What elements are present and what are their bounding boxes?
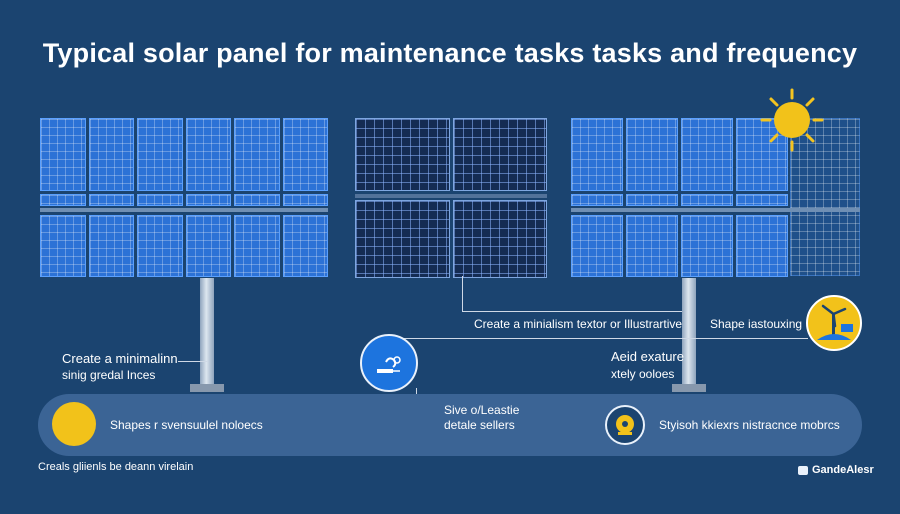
solar-panel [571,194,788,206]
left-label-secondary: sinig gredal Inces [62,368,156,382]
solar-panel-faded [790,118,860,276]
footer-note: Creals gliienls be deann virelain [38,461,194,473]
center-label: Create a minialism textor or Illustrarti… [474,317,683,331]
brand: GandeAlesr [798,462,874,478]
connector-line [388,338,808,339]
solar-panel [40,118,328,191]
solar-panel [40,194,328,206]
band-center-label-primary: Sive o/Leastie [444,403,520,417]
band-right-label: Styisoh kkiexrs nistracnce mobrcs [659,418,840,432]
sun-icon [760,88,824,152]
page-title: Typical solar panel for maintenance task… [42,38,858,68]
logo-icon [798,465,808,475]
connector-line [462,311,682,312]
right-mid-label-secondary: xtely ooloes [611,367,675,381]
panel-rail [40,208,328,212]
tools-icon [360,334,418,392]
pole-base [672,384,706,392]
solar-panel [571,215,788,277]
panel-rail [355,194,547,198]
panel-rail [571,208,860,212]
right-top-label: Shape iastouxing [710,317,803,331]
band-left-label: Shapes r svensuulel noloecs [110,418,263,432]
brand-name: GandeAlesr [812,464,874,476]
solar-panel [355,200,547,278]
pole-base [190,384,224,392]
gear-icon [604,404,646,446]
band-center-label-secondary: detale sellers [444,418,515,432]
support-pole [200,278,214,386]
connector-line [178,361,208,362]
info-band [38,394,862,456]
wind-turbine-icon [805,294,863,352]
left-label-primary: Create a minimalinn [62,351,178,366]
connector-line [462,276,463,312]
right-mid-label-primary: Aeid exature [611,349,684,364]
yellow-circle-icon [52,402,96,446]
solar-panel [40,215,328,277]
solar-panel [355,118,547,191]
support-pole [682,278,696,386]
solar-panel [571,118,788,191]
